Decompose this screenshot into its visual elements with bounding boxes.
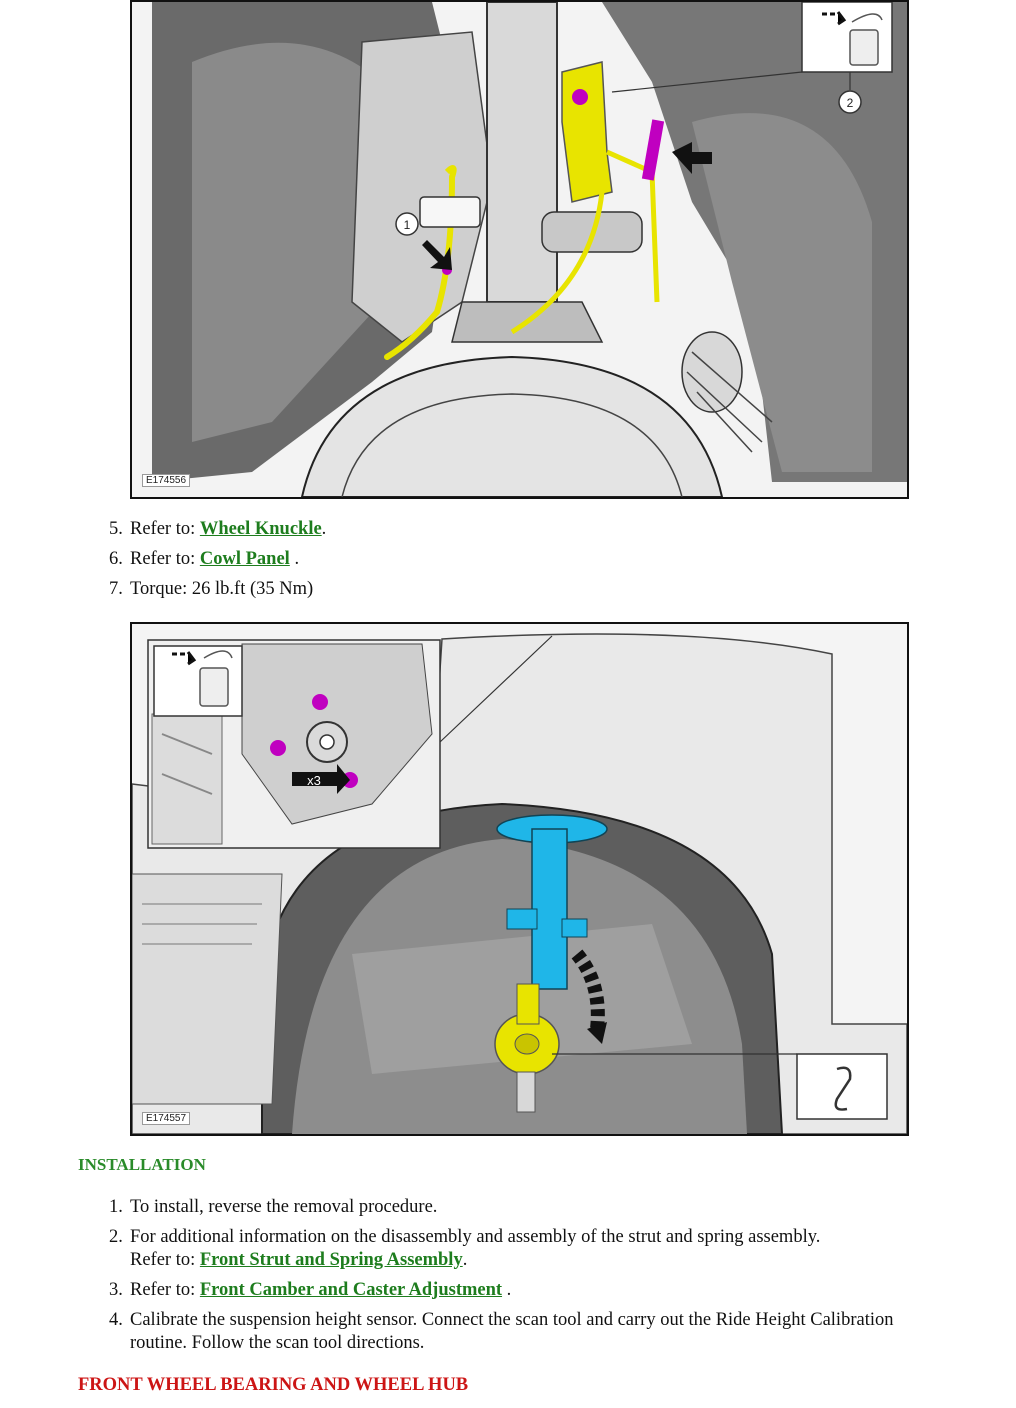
- step-prefix: Refer to:: [130, 1250, 200, 1270]
- installation-heading: INSTALLATION: [78, 1155, 206, 1174]
- step-prefix: Refer to:: [130, 549, 200, 569]
- list-item: 4. Calibrate the suspension height sensor…: [109, 1309, 910, 1355]
- step-number: 6.: [109, 549, 123, 569]
- removal-steps: 5. Refer to: Wheel Knuckle. 6. Refer to: C…: [109, 518, 327, 601]
- list-item: 2. For additional information on the disa…: [109, 1226, 910, 1272]
- installation-steps: 1. To install, reverse the removal proced…: [109, 1196, 910, 1362]
- step-text: Torque: 26 lb.ft (35 Nm): [130, 579, 314, 599]
- step-suffix: .: [462, 1250, 468, 1270]
- callout-2-label: 2: [847, 96, 854, 110]
- step-text: For additional information on the disass…: [130, 1227, 821, 1247]
- step-number: 4.: [109, 1310, 123, 1330]
- step-number: 3.: [109, 1280, 123, 1300]
- figure-strut-installation: x3 E174557: [130, 622, 909, 1136]
- step-number: 1.: [109, 1197, 123, 1217]
- link-cowl-panel[interactable]: Cowl Panel: [199, 549, 290, 569]
- inset-count-label: x3: [307, 773, 321, 788]
- step-suffix: .: [321, 519, 327, 539]
- figure-id: E174556: [142, 474, 191, 487]
- callout-1: [395, 212, 419, 236]
- step-prefix: Refer to:: [130, 519, 200, 539]
- figure-strut-installation-illustration: x3: [132, 624, 907, 1134]
- step-number: 2.: [109, 1227, 123, 1247]
- list-item: 6. Refer to: Cowl Panel .: [109, 548, 326, 571]
- step-text: To install, reverse the removal procedur…: [130, 1197, 438, 1217]
- list-item: 3. Refer to: Front Camber and Caster Adju…: [109, 1279, 910, 1302]
- step-suffix: .: [502, 1280, 512, 1300]
- callout-2: [838, 90, 862, 114]
- link-front-camber-and-caster-adjustment[interactable]: Front Camber and Caster Adjustment: [199, 1280, 503, 1300]
- callout-1-label: 1: [404, 218, 411, 232]
- next-section-heading: FRONT WHEEL BEARING AND WHEEL HUB: [78, 1375, 469, 1395]
- step-number: 7.: [109, 579, 123, 599]
- step-text: Calibrate the suspension height sensor. …: [130, 1310, 894, 1353]
- step-suffix: .: [289, 549, 300, 569]
- figure-id: E174557: [142, 1112, 191, 1125]
- figure-strut-removal-illustration: 2 1: [132, 2, 907, 497]
- step-prefix: Refer to:: [130, 1280, 200, 1300]
- step-number: 5.: [109, 519, 123, 539]
- list-item: 1. To install, reverse the removal proced…: [109, 1196, 910, 1219]
- list-item: 7. Torque: 26 lb.ft (35 Nm): [109, 578, 326, 601]
- figure-strut-removal: 2 1 E174556: [130, 0, 909, 499]
- link-wheel-knuckle[interactable]: Wheel Knuckle: [199, 519, 322, 539]
- list-item: 5. Refer to: Wheel Knuckle.: [109, 518, 327, 541]
- link-front-strut-and-spring-assembly[interactable]: Front Strut and Spring Assembly: [199, 1250, 463, 1270]
